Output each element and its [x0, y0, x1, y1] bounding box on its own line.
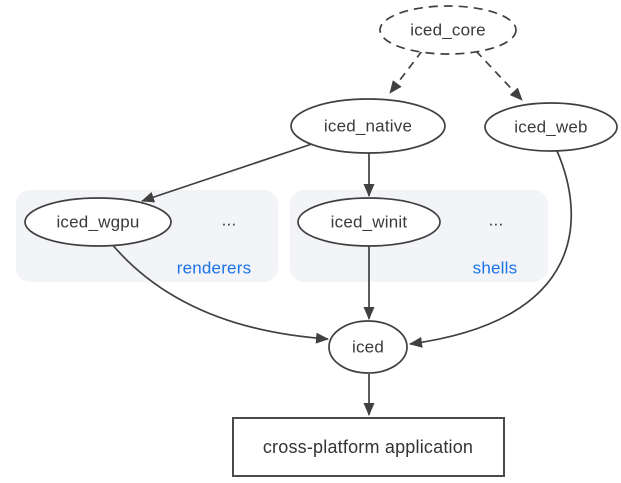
- edge-core-to-web: [475, 50, 523, 101]
- iced-web-label: iced_web: [514, 117, 588, 137]
- iced-node: [328, 320, 408, 374]
- iced-core-node: [379, 5, 517, 55]
- application-label: cross-platform application: [262, 437, 474, 457]
- iced-core-label: iced_core: [410, 20, 486, 40]
- iced-winit-label: iced_winit: [330, 212, 408, 232]
- iced-native-node: [290, 98, 446, 154]
- iced-wgpu-node: [24, 197, 172, 247]
- renderers-ellipsis: ...: [221, 210, 237, 230]
- iced-native-label: iced_native: [323, 116, 413, 136]
- edge-native-to-wgpu: [141, 143, 313, 203]
- iced-winit-node: [297, 197, 441, 247]
- application-node: [232, 417, 505, 477]
- shells-group-label: shells: [472, 258, 518, 278]
- shells-ellipsis: ...: [488, 210, 504, 230]
- iced-wgpu-label: iced_wgpu: [56, 212, 140, 232]
- edge-wgpu-to-iced: [110, 242, 329, 344]
- edge-web-to-iced: [409, 150, 572, 348]
- edge-core-to-native: [389, 50, 423, 94]
- renderers-group-label: renderers: [176, 258, 252, 278]
- iced-label: iced: [352, 337, 384, 357]
- iced-web-node: [484, 102, 618, 152]
